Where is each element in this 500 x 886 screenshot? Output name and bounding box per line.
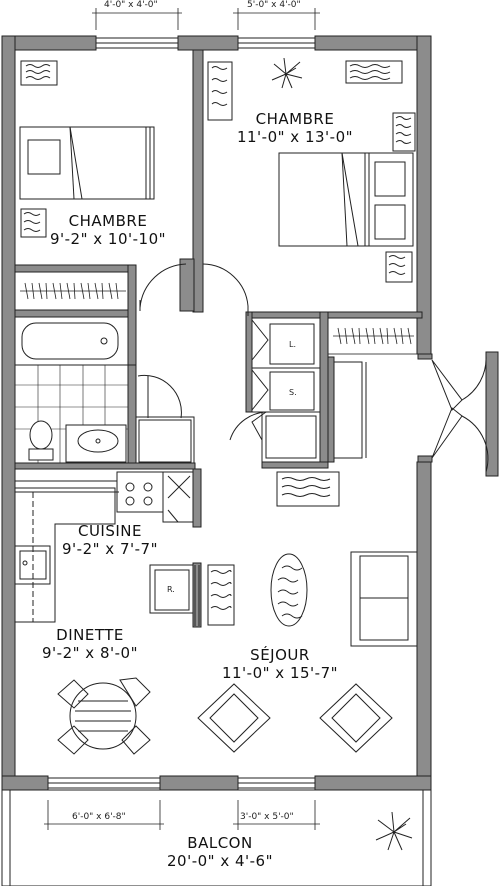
nightstand	[20, 60, 58, 238]
sejour-label: SÉJOUR 11'-0" x 15'-7"	[200, 646, 360, 682]
door-bathroom	[137, 374, 182, 419]
sofa	[350, 551, 418, 647]
bed-chambre2	[278, 152, 414, 247]
entry-door	[431, 355, 489, 473]
kitchen-sink	[14, 545, 51, 585]
cuisine-dims: 9'-2" x 7'-7"	[62, 540, 158, 558]
armchairs	[197, 683, 393, 753]
window-dim-bottom-right: 3'-0" x 5'-0"	[240, 812, 294, 822]
plant-chambre2	[271, 57, 303, 89]
cuisine-name: CUISINE	[77, 522, 143, 540]
hall-closet	[135, 416, 195, 464]
chambre1-name: CHAMBRE	[68, 212, 148, 230]
chambre2-label: CHAMBRE 11'-0" x 13'-0"	[215, 110, 375, 146]
kitchen-counter	[15, 480, 119, 623]
entry-closet	[333, 361, 367, 459]
cuisine-label: CUISINE 9'-2" x 7'-7"	[30, 522, 190, 558]
closet-chambre2	[327, 317, 418, 355]
windows	[47, 37, 316, 789]
toilet	[28, 420, 54, 461]
chambre1-label: CHAMBRE 9'-2" x 10'-10"	[28, 212, 188, 248]
door-laundry	[229, 411, 271, 441]
bathtub	[14, 316, 129, 366]
laundry-s-label: S.	[289, 388, 297, 397]
dining-table	[57, 677, 151, 755]
side-table	[207, 564, 235, 626]
sejour-name: SÉJOUR	[250, 646, 310, 664]
chambre2-dims: 11'-0" x 13'-0"	[236, 128, 354, 146]
balcon-dims: 20'-0" x 4'-6"	[166, 852, 273, 870]
window-dim-top-right: 5'-0" x 4'-0"	[247, 0, 301, 10]
door-chambre1	[139, 263, 187, 311]
bed-chambre1	[19, 126, 155, 200]
chambre2-name: CHAMBRE	[255, 110, 335, 128]
laundry	[251, 317, 321, 413]
hall-closet-2	[261, 411, 321, 463]
dresser-chambre2	[207, 60, 416, 283]
stove	[116, 471, 164, 513]
dinette-name: DINETTE	[56, 626, 124, 644]
kitchen-cabinet	[162, 471, 194, 523]
closet-chambre1	[14, 271, 129, 311]
dinette-label: DINETTE 9'-2" x 8'-0"	[10, 626, 170, 662]
balcony-rail	[1, 789, 432, 886]
balcon-label: BALCON 20'-0" x 4'-6"	[120, 834, 320, 870]
balcon-name: BALCON	[187, 834, 253, 852]
laundry-l-label: L.	[289, 340, 296, 349]
door-chambre2	[202, 263, 249, 316]
fridge-label: R.	[167, 585, 175, 594]
sejour-dims: 11'-0" x 15'-7"	[221, 664, 339, 682]
dimension-lines	[44, 8, 320, 830]
chambre1-dims: 9'-2" x 10'-10"	[49, 230, 167, 248]
dinette-dims: 9'-2" x 8'-0"	[42, 644, 138, 662]
plant-balcon	[375, 811, 413, 851]
window-dim-top-left: 4'-0" x 4'-0"	[104, 0, 158, 10]
sink	[65, 424, 127, 463]
window-dim-bottom-left: 6'-0" x 6'-8"	[72, 812, 126, 822]
coffee-table	[270, 553, 308, 627]
fridge	[149, 564, 194, 614]
rug	[276, 471, 340, 507]
